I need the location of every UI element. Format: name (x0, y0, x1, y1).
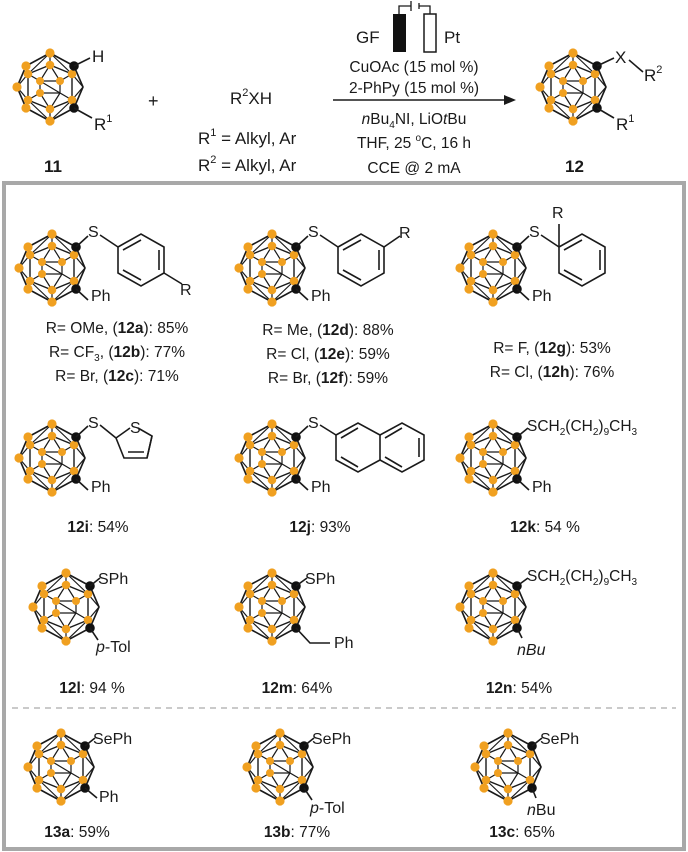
aryl-ring-12d (337, 233, 385, 287)
yield-12a: R= OMe, (12a): 85% (46, 320, 189, 337)
cage-12n (454, 567, 527, 647)
substituent-12k: SCH2(CH2)9CH3 (527, 418, 638, 438)
ph-label-12d: Ph (311, 288, 331, 305)
r1-label-12l: p-Tol (95, 639, 131, 656)
s-label-12g: S (529, 224, 540, 241)
naphthyl-ring-12j (335, 422, 425, 473)
yield-12j: 12j: 93% (289, 519, 350, 536)
reactant-11-h-label: H (92, 47, 104, 66)
reactant-11-r1-label: R1 (94, 113, 112, 134)
ph-label-12m: Ph (334, 635, 354, 652)
cage-12a (13, 228, 86, 308)
r-label-12a: R (180, 282, 192, 299)
yield-13b: 13b: 77% (264, 824, 331, 841)
s-label-12d: S (308, 224, 319, 241)
cage-12d (233, 228, 306, 308)
yield-12m: 12m: 64% (262, 680, 333, 697)
condition-current: CCE @ 2 mA (367, 160, 461, 177)
s-label-12j: S (308, 415, 319, 432)
cage-12g (454, 228, 527, 308)
ph-label-12k: Ph (532, 479, 552, 496)
scope-frame (2, 181, 686, 851)
product-12-id: 12 (565, 157, 584, 176)
cage-12l (27, 567, 100, 647)
cage-12j (233, 418, 306, 498)
r-label-12g: R (552, 205, 564, 222)
yield-13a: 13a: 59% (44, 824, 110, 841)
thiophene-s-label-12i: S (130, 420, 141, 437)
product-12-r1-label: R1 (616, 113, 634, 134)
aryl-ring-12a (117, 233, 165, 287)
r-label-12d: R (399, 225, 411, 242)
substituent-13b: SePh (312, 731, 351, 748)
product-12-cage (534, 47, 607, 127)
yield-12f: R= Br, (12f): 59% (268, 370, 388, 387)
anode-label: GF (356, 28, 380, 47)
condition-ligand: 2-PhPy (15 mol %) (349, 80, 479, 97)
cage-12k (454, 418, 527, 498)
cage-12i (13, 418, 86, 498)
s-label-12i: S (88, 415, 99, 432)
condition-catalyst: CuOAc (15 mol %) (349, 59, 478, 76)
yield-12d: R= Me, (12d): 88% (262, 322, 394, 339)
yield-12e: R= Cl, (12e): 59% (266, 346, 390, 363)
cathode-label: Pt (444, 28, 460, 47)
yield-12k: 12k: 54 % (510, 519, 580, 536)
cage-12m (233, 567, 306, 647)
reaction-arrow-head (504, 95, 516, 105)
product-12-x-label: X (615, 48, 626, 67)
reagent-r2xh: R2XH (230, 87, 272, 108)
yield-12n: 12n: 54% (486, 680, 553, 697)
cage-13c (469, 727, 542, 807)
r1-definition: R1 = Alkyl, Ar (198, 127, 297, 148)
yield-12h: R= Cl, (12h): 76% (490, 364, 615, 381)
reactant-11-id: 11 (44, 157, 62, 176)
ph-label-12j: Ph (311, 479, 331, 496)
r2-definition: R2 = Alkyl, Ar (198, 154, 297, 175)
reactant-11-cage (11, 47, 84, 127)
electrolysis-cell-icon: GF Pt (356, 1, 460, 53)
cage-13a (22, 727, 95, 807)
yield-12g: R= F, (12g): 53% (493, 340, 611, 357)
r1-label-13b: p-Tol (309, 800, 345, 817)
yield-13c: 13c: 65% (489, 824, 555, 841)
r1-label-13c: nBu (527, 802, 555, 819)
substituent-12n: SCH2(CH2)9CH3 (527, 568, 638, 588)
ph-label-12a: Ph (91, 288, 111, 305)
cage-13b (241, 727, 314, 807)
r1-label-13a: Ph (99, 789, 119, 806)
substituent-12m: SPh (305, 571, 335, 588)
thiophene-ring-12i (115, 427, 153, 459)
r1-label-12n: nBu (517, 642, 546, 659)
s-label-12a: S (88, 224, 99, 241)
yield-12b: R= CF3, (12b): 77% (49, 344, 185, 364)
aryl-ring-12g (558, 233, 606, 287)
substituent-13a: SePh (93, 731, 132, 748)
ph-label-12g: Ph (532, 288, 552, 305)
yield-12l: 12l: 94 % (59, 680, 125, 697)
condition-additives: nBu4NI, LiOtBu (362, 111, 467, 131)
condition-solvent-temp: THF, 25 oC, 16 h (357, 133, 471, 152)
plus-sign: + (148, 91, 159, 111)
yield-12c: R= Br, (12c): 71% (55, 368, 179, 385)
substituent-12l: SPh (98, 571, 128, 588)
yield-12i: 12i: 54% (67, 519, 128, 536)
product-12-r2-label: R2 (644, 64, 662, 85)
substituent-13c: SePh (540, 731, 579, 748)
ph-label-12i: Ph (91, 479, 111, 496)
